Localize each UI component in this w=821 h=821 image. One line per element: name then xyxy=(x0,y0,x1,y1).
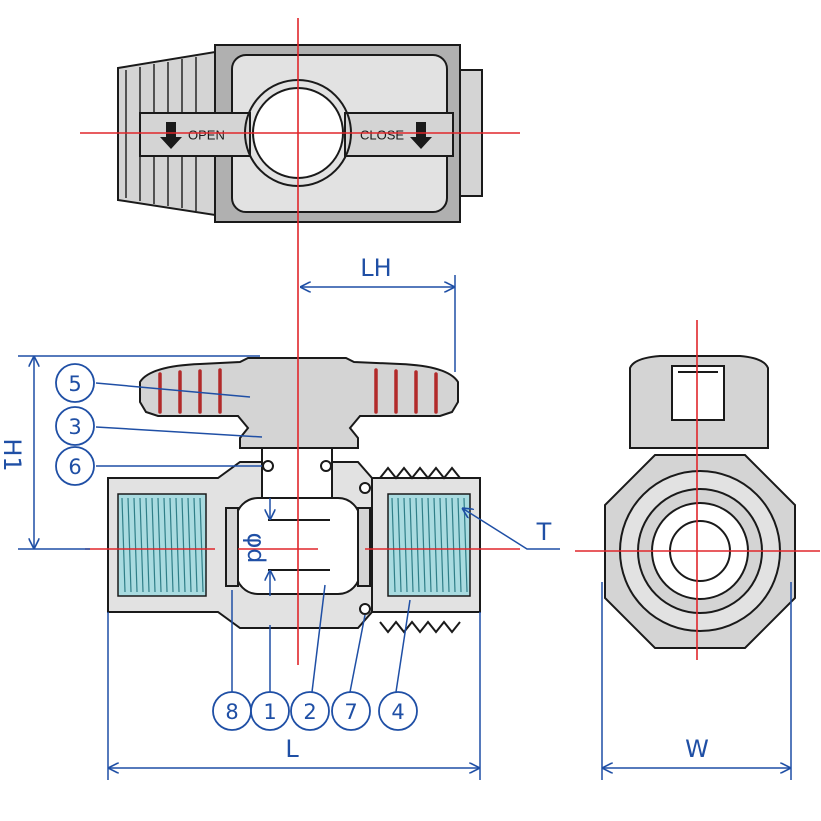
w-label: W xyxy=(685,735,709,763)
l-label: L xyxy=(285,735,299,763)
stem-oring-left xyxy=(262,460,274,472)
svg-text:4: 4 xyxy=(391,700,404,724)
lh-label: LH xyxy=(360,254,391,282)
callout-8: 8 xyxy=(212,691,252,731)
side-view xyxy=(575,320,820,660)
front-view xyxy=(85,250,520,665)
union-nut-4 xyxy=(371,477,481,613)
svg-text:6: 6 xyxy=(68,455,81,479)
callout-2-leader xyxy=(311,584,326,693)
ball-bore-lines xyxy=(268,519,330,571)
callouts: 5 3 6 8 1 2 7 4 xyxy=(55,363,418,731)
svg-text:3: 3 xyxy=(68,415,81,439)
t-label: T xyxy=(536,518,552,546)
stem-oring-right xyxy=(320,460,332,472)
callout-7: 7 xyxy=(331,691,371,731)
callout-3-leader xyxy=(95,426,263,438)
callout-6: 6 xyxy=(55,446,95,486)
open-label: OPEN xyxy=(188,128,225,143)
nut-outer-thread-bottom xyxy=(379,620,461,634)
seat-oring-bottom xyxy=(359,603,371,615)
open-indicator: OPEN xyxy=(160,122,225,149)
callout-4-leader xyxy=(395,599,411,693)
handle-arm-left xyxy=(139,112,251,157)
left-thread xyxy=(117,493,207,597)
seat-1-right xyxy=(357,507,371,587)
svg-text:2: 2 xyxy=(303,700,316,724)
nut-outer-thread-top xyxy=(379,466,461,480)
open-arrow-icon xyxy=(160,122,182,149)
bore-label: φd xyxy=(242,532,270,563)
left-thread-lines xyxy=(121,497,204,593)
svg-text:1: 1 xyxy=(263,700,276,724)
callout-5-leader xyxy=(95,382,251,398)
close-indicator: CLOSE xyxy=(360,122,432,149)
t-leader xyxy=(462,508,560,550)
close-arrow-icon xyxy=(410,122,432,149)
callout-7-leader xyxy=(349,614,366,693)
callout-5: 5 xyxy=(55,363,95,403)
svg-text:8: 8 xyxy=(225,700,238,724)
svg-text:5: 5 xyxy=(68,372,81,396)
seat-oring-top xyxy=(359,482,371,494)
dimensions: LH H1 T L W φd xyxy=(0,254,792,780)
callout-4: 4 xyxy=(378,691,418,731)
seat-8 xyxy=(225,507,239,587)
top-view: OPEN CLOSE xyxy=(80,18,520,250)
handle-arm-right xyxy=(344,112,454,157)
callout-1: 1 xyxy=(250,691,290,731)
handle-5 xyxy=(139,357,459,449)
callout-3: 3 xyxy=(55,406,95,446)
right-thread-lines xyxy=(391,497,468,593)
h1-label: H1 xyxy=(0,438,26,471)
svg-text:7: 7 xyxy=(344,700,357,724)
callout-2: 2 xyxy=(290,691,330,731)
side-stem-block xyxy=(671,365,725,421)
handle-ribs xyxy=(158,368,438,414)
close-label: CLOSE xyxy=(360,128,404,143)
